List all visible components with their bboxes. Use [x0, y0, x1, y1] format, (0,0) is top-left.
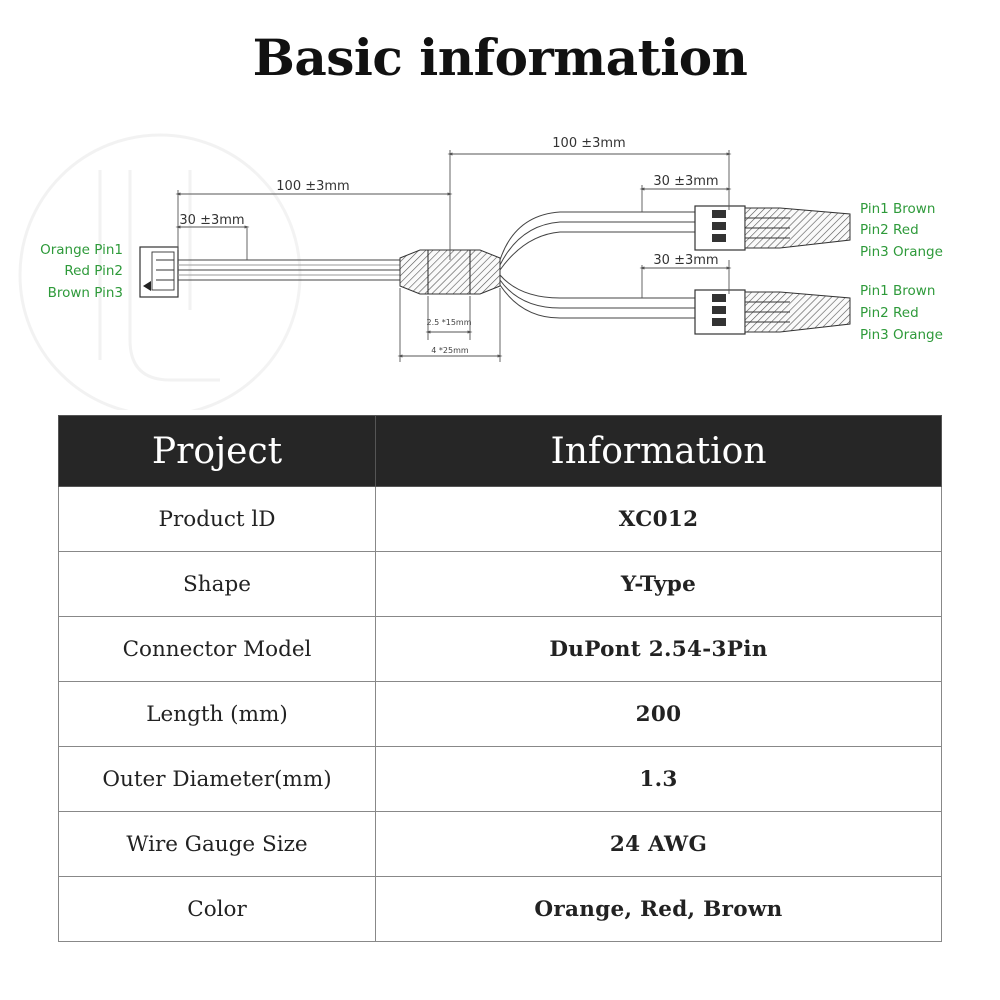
left-wires	[178, 259, 400, 281]
bottom-right-connector	[694, 289, 851, 335]
info-cell: 24 AWG	[375, 811, 942, 877]
header-project: Project	[58, 415, 376, 487]
header-information: Information	[375, 415, 942, 487]
dim-main-left: 100 ±3mm	[276, 179, 349, 194]
info-cell: 1.3	[375, 746, 942, 812]
dim-bottom-connector: 30 ±3mm	[653, 253, 718, 268]
project-cell: Shape	[58, 551, 376, 617]
dim-small-outer: 4 *25mm	[431, 346, 469, 355]
splice-heatshrink	[399, 249, 501, 295]
info-cell: DuPont 2.54-3Pin	[375, 616, 942, 682]
table-row: Product lD XC012	[58, 486, 942, 552]
bottom-right-pin-label: Pin2 Red	[860, 305, 919, 321]
bottom-right-pin-label: Pin1 Brown	[860, 283, 935, 299]
table-row: Outer Diameter(mm) 1.3	[58, 746, 942, 812]
project-cell: Outer Diameter(mm)	[58, 746, 376, 812]
info-cell: XC012	[375, 486, 942, 552]
info-cell: Orange, Red, Brown	[375, 876, 942, 942]
dim-top-connector: 30 ±3mm	[653, 174, 718, 189]
top-right-pin-label: Pin1 Brown	[860, 201, 935, 217]
top-right-pin-label: Pin2 Red	[860, 222, 919, 238]
project-cell: Wire Gauge Size	[58, 811, 376, 877]
dim-main-right: 100 ±3mm	[552, 136, 625, 151]
dimension-lines	[175, 150, 732, 362]
cable-diagram: 30 ±3mm 100 ±3mm 100 ±3mm 30 ±3mm 30 ±3m…	[18, 133, 943, 410]
top-right-pin-label: Pin3 Orange	[860, 244, 943, 260]
info-cell: 200	[375, 681, 942, 747]
left-pin-label: Orange Pin1	[40, 242, 123, 258]
table-row: Length (mm) 200	[58, 681, 942, 747]
table-row: Wire Gauge Size 24 AWG	[58, 811, 942, 877]
info-cell: Y-Type	[375, 551, 942, 617]
project-cell: Length (mm)	[58, 681, 376, 747]
project-cell: Product lD	[58, 486, 376, 552]
branch-wires	[499, 211, 695, 319]
table-header-row: Project Information	[58, 415, 942, 487]
table-row: Connector Model DuPont 2.54-3Pin	[58, 616, 942, 682]
table-row: Color Orange, Red, Brown	[58, 876, 942, 942]
left-pin-label: Red Pin2	[64, 263, 123, 279]
project-cell: Color	[58, 876, 376, 942]
dim-left-connector: 30 ±3mm	[179, 213, 244, 228]
table-row: Shape Y-Type	[58, 551, 942, 617]
bottom-right-pin-label: Pin3 Orange	[860, 327, 943, 343]
project-cell: Connector Model	[58, 616, 376, 682]
spec-table: Project Information Product lD XC012 Sha…	[58, 415, 942, 942]
page-title: Basic information	[252, 28, 748, 87]
top-right-connector	[694, 205, 851, 251]
dim-small-inner: 2.5 *15mm	[426, 318, 471, 327]
left-pin-label: Brown Pin3	[48, 285, 123, 301]
left-connector	[139, 246, 179, 298]
